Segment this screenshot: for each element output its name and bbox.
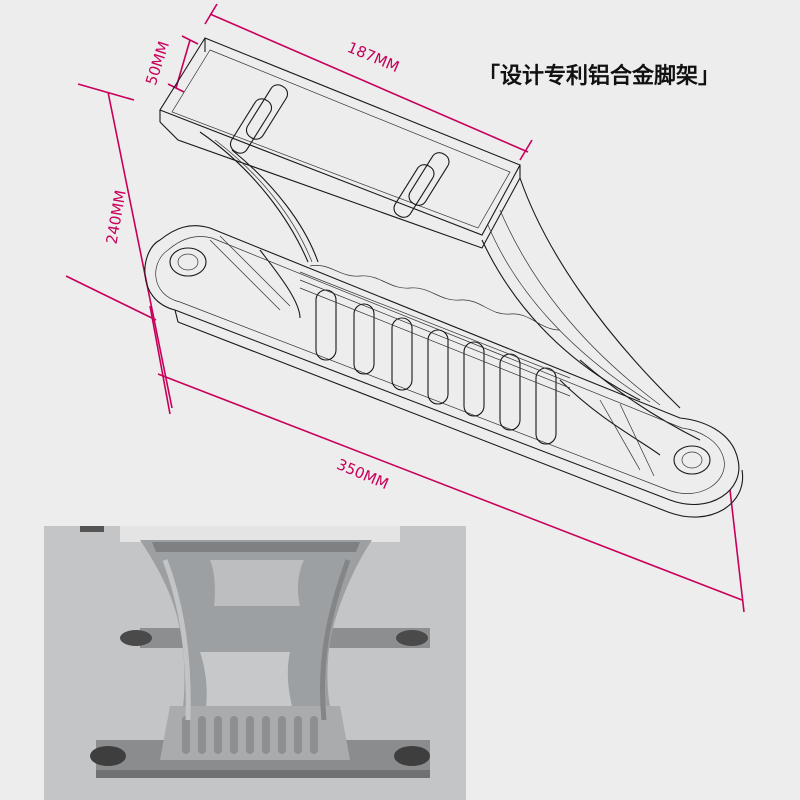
dimension-240mm: 240MM bbox=[65, 83, 173, 409]
dimension-label-top-width: 187MM bbox=[345, 38, 402, 76]
aluminum-leg-photo bbox=[44, 526, 466, 800]
dimension-label-height: 240MM bbox=[103, 189, 130, 246]
wireframe-leg bbox=[144, 37, 744, 518]
mounting-pins bbox=[229, 84, 450, 218]
base-holes bbox=[169, 247, 711, 475]
page-title: 「设计专利铝合金脚架」 bbox=[478, 63, 720, 89]
base-rib-slots bbox=[299, 265, 571, 445]
dimension-label-top-depth: 50MM bbox=[142, 39, 173, 87]
